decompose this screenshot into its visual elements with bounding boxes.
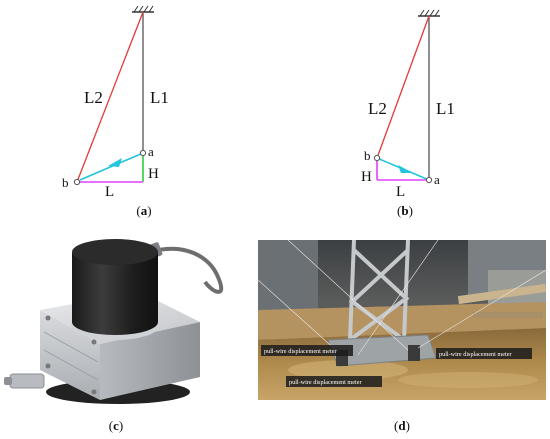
diagram-a: L2 L1 a H b L — [62, 5, 169, 200]
label-a-a: a — [148, 144, 154, 159]
line-L2-a — [76, 11, 144, 183]
panel-label-d: (d) — [394, 418, 410, 433]
panel-label-a: (a) — [136, 203, 152, 218]
label-L2-b: L2 — [368, 99, 387, 118]
sensor-box-front — [40, 310, 100, 400]
annotation-2: pull-wire displacement meter — [436, 348, 532, 359]
label-L1-b: L1 — [436, 99, 455, 118]
diagram-b: L2 L1 b H a L — [361, 9, 455, 200]
sensor-photo — [4, 239, 224, 404]
ceiling-support-a — [132, 5, 154, 13]
label-L2-a: L2 — [84, 88, 103, 107]
sensor-cylinder — [72, 252, 158, 335]
ceiling-support-b — [418, 9, 440, 17]
point-a-a — [139, 149, 147, 157]
point-a-b — [425, 176, 433, 184]
label-L1-a: L1 — [150, 88, 169, 107]
label-L-a: L — [105, 184, 114, 200]
svg-text:pull-wire displacement meter: pull-wire displacement meter — [289, 379, 362, 386]
panel-label-c: (c) — [108, 418, 124, 433]
sensor-box-side — [100, 322, 200, 400]
experiment-photo: pull-wire displacement meter pull-wire d… — [258, 240, 546, 400]
wire-outlet — [9, 373, 45, 389]
panel-label-b: (b) — [397, 203, 413, 218]
svg-text:pull-wire displacement meter: pull-wire displacement meter — [264, 348, 337, 355]
arrow-b — [376, 157, 430, 181]
line-L2-b — [376, 15, 430, 159]
label-L-b: L — [396, 184, 405, 200]
tower-frame — [348, 240, 410, 342]
sensor-cable — [149, 246, 224, 294]
label-H-b: H — [361, 169, 372, 185]
svg-text:pull-wire displacement meter: pull-wire displacement meter — [439, 351, 512, 358]
annotation-1: pull-wire displacement meter — [261, 345, 353, 356]
point-b-b — [373, 154, 381, 162]
label-b-b: b — [364, 148, 371, 163]
label-H-a: H — [148, 166, 159, 182]
annotation-3: pull-wire displacement meter — [286, 376, 382, 387]
arrow-a — [79, 152, 144, 181]
point-b-a — [73, 178, 81, 186]
label-b-a: b — [62, 175, 69, 190]
label-a-b: a — [434, 172, 440, 187]
